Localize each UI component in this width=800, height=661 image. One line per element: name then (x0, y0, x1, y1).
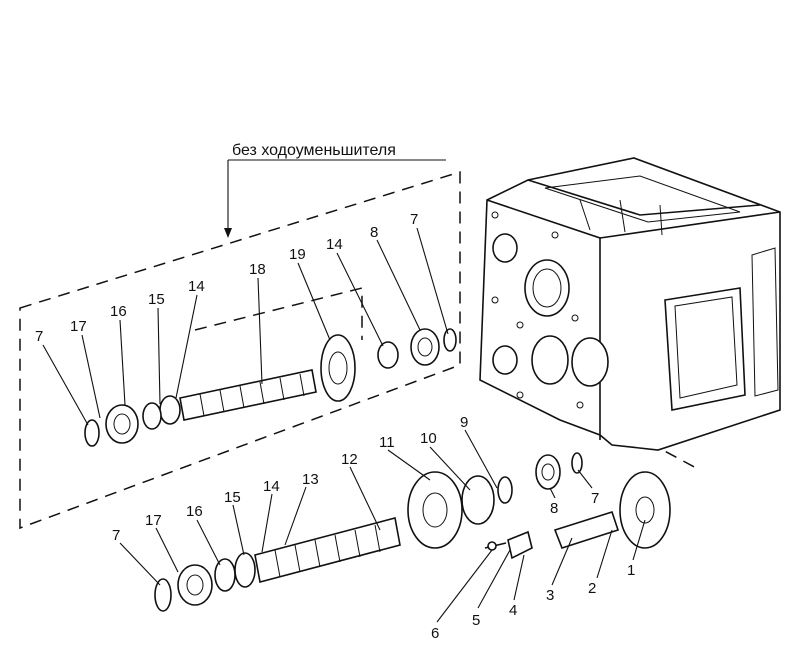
callout-8-right: 8 (550, 500, 558, 517)
callout-7-upper-left: 7 (35, 328, 43, 345)
callout-7-upper-right: 7 (410, 211, 418, 228)
callout-16-upper: 16 (110, 303, 127, 320)
callout-11: 11 (379, 434, 395, 451)
callout-9: 9 (460, 414, 468, 431)
callout-3: 3 (546, 587, 554, 604)
callout-5: 5 (472, 612, 480, 629)
callout-15-upper: 15 (148, 291, 165, 308)
callout-17-upper: 17 (70, 318, 87, 335)
callout-12: 12 (341, 451, 358, 468)
caption-label: без ходоуменьшителя (232, 142, 396, 159)
callout-16-lower: 16 (186, 503, 203, 520)
callout-19: 19 (289, 246, 306, 263)
callout-2: 2 (588, 580, 596, 597)
caption-arrow-head (224, 228, 232, 238)
callout-labels: 1 2 3 4 5 6 7 8 9 10 11 12 13 14 15 16 1… (35, 211, 635, 642)
callout-10: 10 (420, 430, 437, 447)
callout-14-upper-right: 14 (326, 236, 343, 253)
callout-7-lower: 7 (112, 527, 120, 544)
callout-14-lower: 14 (263, 478, 280, 495)
upper-shaft-assembly (84, 328, 457, 447)
gearbox-housing (479, 157, 781, 451)
callout-7-right: 7 (591, 490, 599, 507)
callout-14-upper-left: 14 (188, 278, 205, 295)
dashed-frame-outer (19, 170, 461, 530)
callout-4: 4 (509, 602, 517, 619)
callout-leaders (42, 227, 646, 623)
callout-6: 6 (431, 625, 439, 642)
callout-1: 1 (627, 562, 635, 579)
lower-shaft-assembly (154, 471, 513, 612)
callout-18: 18 (249, 261, 266, 278)
callout-17-lower: 17 (145, 512, 162, 529)
dashed-frame-inner (194, 287, 363, 340)
callout-13: 13 (302, 471, 319, 488)
right-loose-parts (484, 452, 671, 560)
callout-15-lower: 15 (224, 489, 241, 506)
callout-8-upper: 8 (370, 224, 378, 241)
